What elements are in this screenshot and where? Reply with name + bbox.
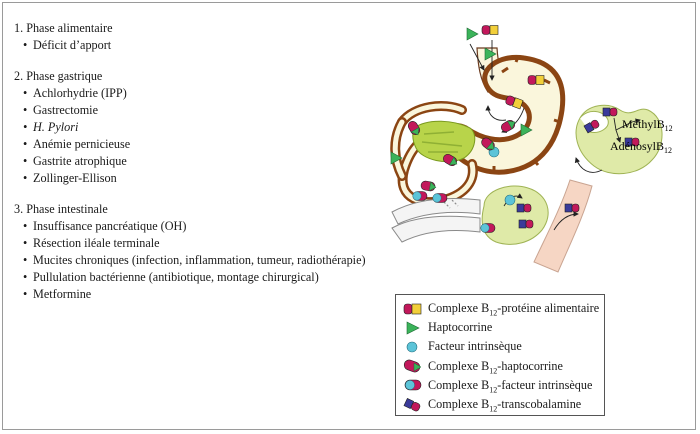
legend-label: Haptocorrine	[428, 320, 493, 335]
figure-frame	[2, 2, 696, 430]
legend-item: Complexe B12-haptocorrine	[402, 357, 604, 376]
pancreas	[412, 120, 476, 163]
cause-item: Metformine	[23, 286, 384, 303]
phase-title: 1. Phase alimentaire	[14, 21, 113, 35]
legend-label: Complexe B12-transcobalamine	[428, 397, 582, 414]
cause-item: Achlorhydrie (IPP)	[23, 85, 384, 102]
cause-item: Mucites chroniques (infection, inflammat…	[23, 252, 384, 269]
legend-label: Facteur intrinsèque	[428, 339, 522, 354]
phase-alimentaire: 1. Phase alimentaire Déficit d’apport	[14, 20, 384, 54]
phase-title: 3. Phase intestinale	[14, 202, 108, 216]
legend-item: Complexe B12-facteur intrinsèque	[402, 376, 604, 395]
adenosyl-b12-label: AdénosylB12	[610, 139, 672, 155]
legend-item: Complexe B12-protéine alimentaire	[402, 299, 604, 318]
cause-item: Pullulation bactérienne (antibiotique, m…	[23, 269, 384, 286]
cause-item: Résection iléale terminale	[23, 235, 384, 252]
phase-title: 2. Phase gastrique	[14, 69, 103, 83]
cause-item: Gastrite atrophique	[23, 153, 384, 170]
b12-absorption-diagram: MéthylB12 AdénosylB12	[390, 25, 673, 273]
legend-item: Complexe B12-transcobalamine	[402, 395, 604, 414]
legend-label: Complexe B12-haptocorrine	[428, 358, 563, 376]
legend-item: Haptocorrine	[402, 318, 604, 337]
intrinsic-factor-icon	[402, 339, 424, 355]
b12-haptocorrin-complex-icon	[402, 358, 424, 374]
cause-item: Gastrectomie	[23, 102, 384, 119]
b12-intrinsic-factor-complex-icon	[402, 377, 424, 393]
phase-intestinale: 3. Phase intestinale Insuffisance pancré…	[14, 201, 384, 303]
b12-transcobalamin-complex-icon	[402, 397, 424, 413]
enterocyte	[481, 185, 549, 245]
legend-label: Complexe B12-protéine alimentaire	[428, 301, 600, 318]
blood-vessel	[533, 179, 593, 273]
legend-item: Facteur intrinsèque	[402, 337, 604, 356]
cause-item: Déficit d’apport	[23, 37, 384, 54]
phase-gastrique: 2. Phase gastrique Achlorhydrie (IPP) Ga…	[14, 68, 384, 187]
methyl-b12-label: MéthylB12	[622, 117, 673, 133]
cause-item: Zollinger-Ellison	[23, 170, 384, 187]
cause-item: Anémie pernicieuse	[23, 136, 384, 153]
legend-label: Complexe B12-facteur intrinsèque	[428, 377, 593, 395]
b12-food-protein-complex-icon	[402, 301, 424, 317]
causes-list: 1. Phase alimentaire Déficit d’apport 2.…	[14, 20, 384, 317]
cause-item: H. Pylori	[23, 119, 384, 136]
ileum	[391, 198, 481, 225]
cause-item: Insuffisance pancréatique (OH)	[23, 218, 384, 235]
legend: Complexe B12-protéine alimentaire Haptoc…	[395, 294, 605, 416]
haptocorrin-icon	[402, 320, 424, 336]
